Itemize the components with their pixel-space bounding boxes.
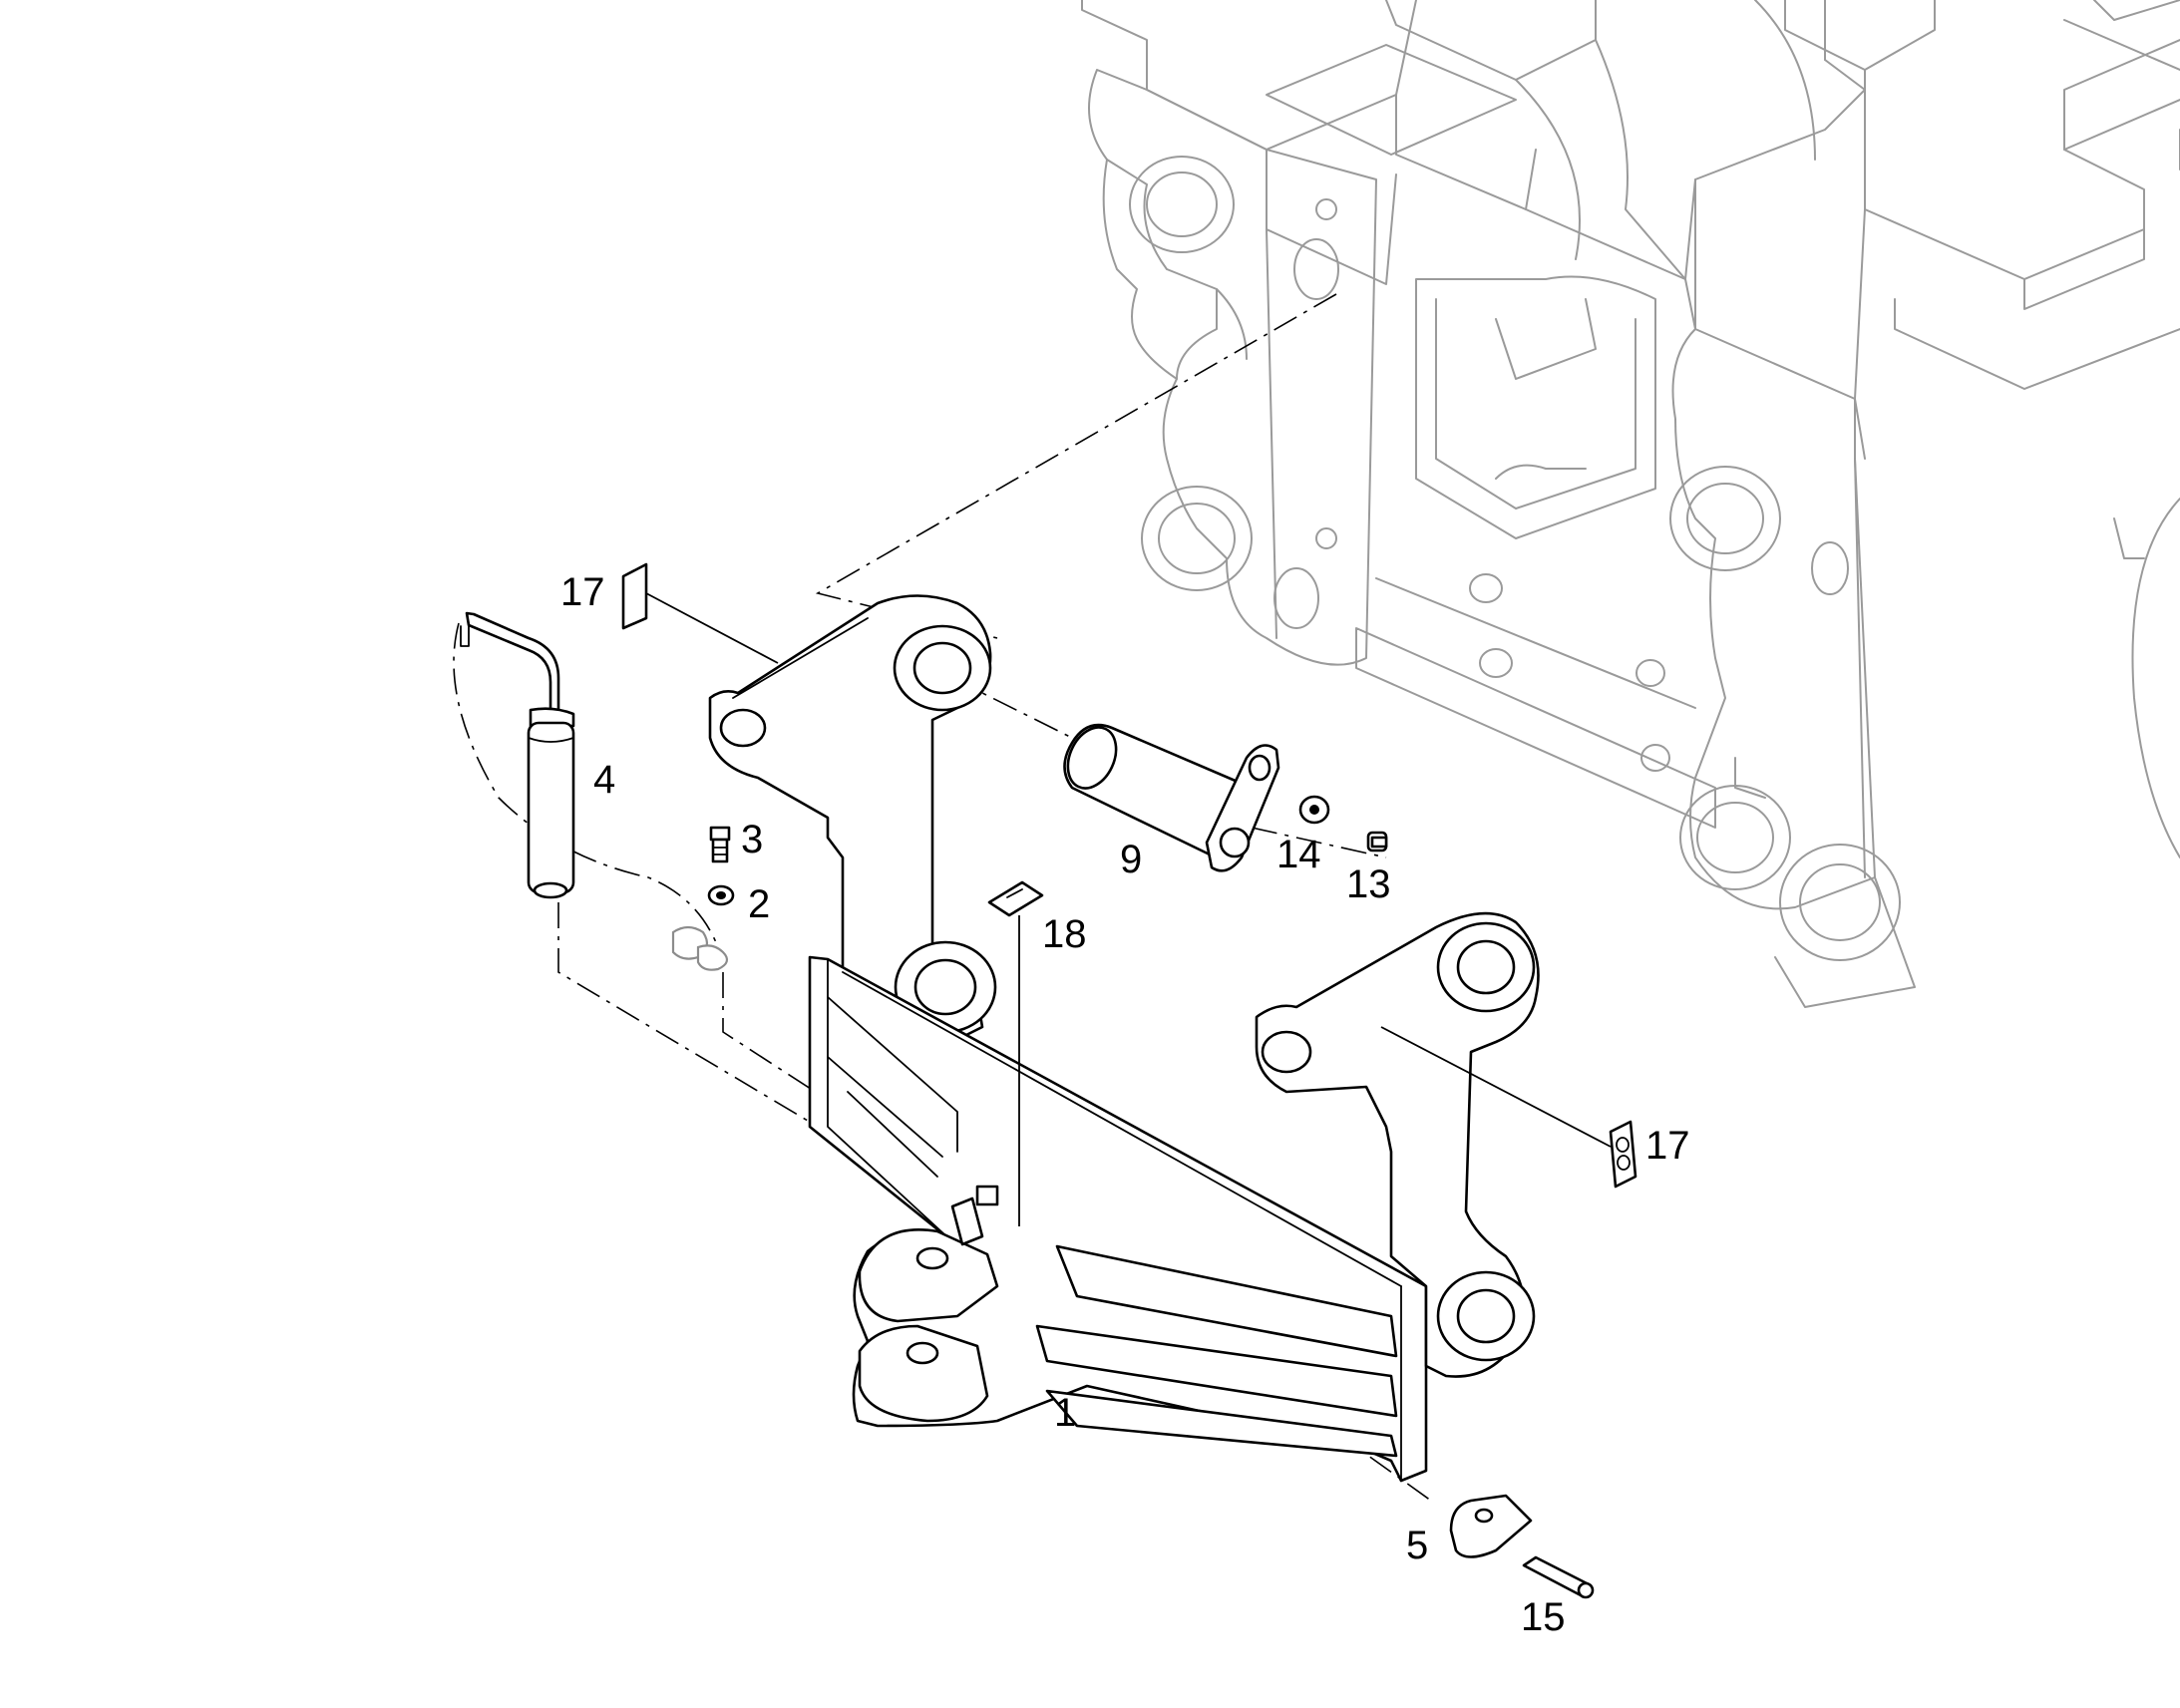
part-13-screw <box>1366 831 1388 853</box>
chain-link-grey <box>671 925 729 971</box>
callout-labels: 17 4 3 2 9 14 13 18 17 1 5 15 <box>560 570 1690 1639</box>
callout-15: 15 <box>1521 1595 1566 1639</box>
callout-3: 3 <box>741 818 763 861</box>
callout-leader-lines <box>645 592 1612 1226</box>
part-14-washer <box>1298 795 1330 825</box>
callout-9: 9 <box>1120 838 1142 881</box>
callout-18: 18 <box>1042 912 1087 956</box>
callout-13: 13 <box>1346 862 1391 906</box>
callout-17-left: 17 <box>560 570 605 614</box>
part-15-roll-pin <box>1522 1555 1595 1599</box>
part-2-washer <box>707 884 735 906</box>
callout-1: 1 <box>1054 1391 1076 1435</box>
right-link-arm <box>1255 911 1540 1378</box>
callout-14: 14 <box>1276 833 1321 876</box>
part-1-main-bracket <box>708 594 1428 1483</box>
part-17-label-plate-left <box>621 562 648 630</box>
part-4-lock-pin <box>460 611 575 899</box>
part-3-bolt <box>709 826 731 863</box>
part-17-label-plate-right <box>1609 1120 1637 1189</box>
part-9-pivot-pin <box>1063 723 1280 872</box>
callout-5: 5 <box>1406 1524 1428 1567</box>
callout-4: 4 <box>593 758 615 802</box>
part-18-decal <box>987 880 1044 917</box>
callout-2: 2 <box>748 882 770 926</box>
part-5-stop-block <box>1449 1494 1533 1558</box>
callout-17-right: 17 <box>1645 1124 1690 1168</box>
machine-frame-background <box>1081 0 2180 1008</box>
